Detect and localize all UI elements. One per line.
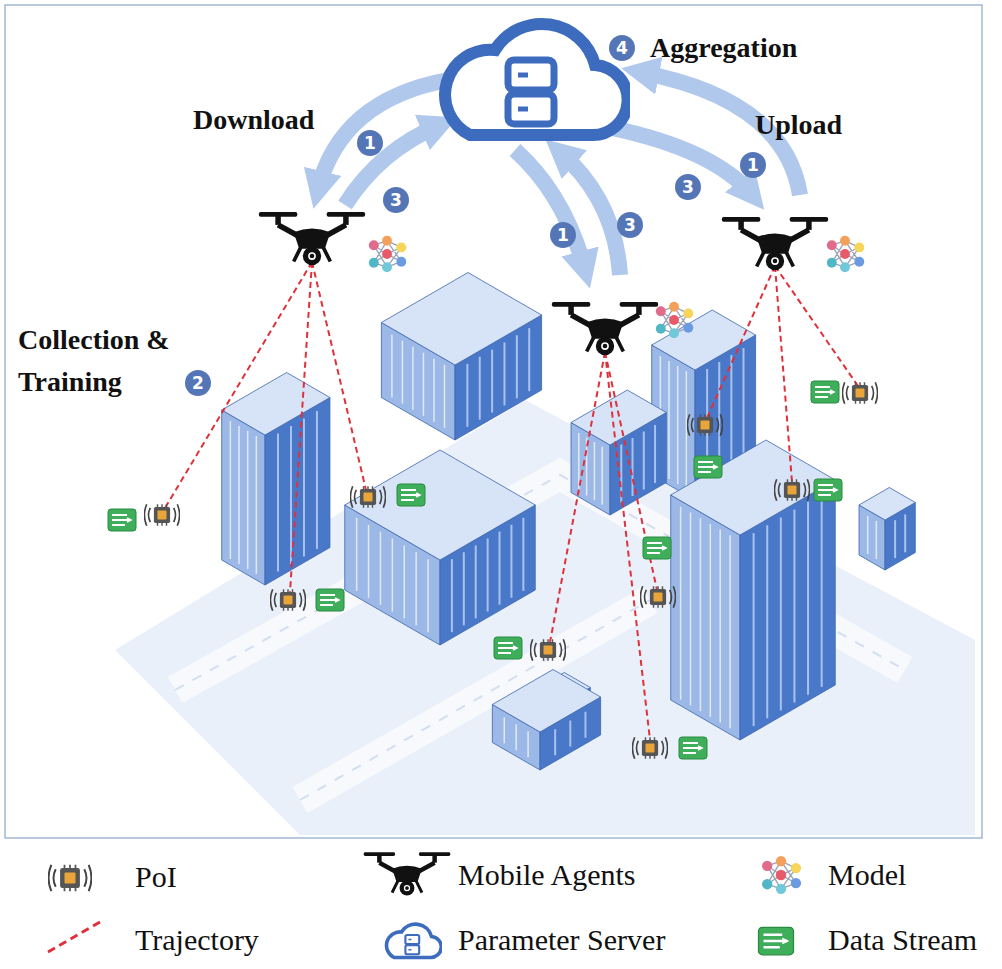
buildings [222,273,916,771]
building [345,450,536,645]
building [222,373,330,586]
building [859,488,915,571]
pois [144,382,877,759]
callout-number: 1 [357,130,383,156]
legend-text: PoI [135,859,177,895]
city-ground [115,400,975,835]
callout-number: 3 [617,212,643,238]
legend-icons [48,852,801,957]
data-streams [108,381,842,759]
building [492,670,600,771]
callout-number: 4 [609,35,635,61]
model-icon [762,856,801,894]
legend-text: Mobile Agents [458,857,636,893]
legend-text: Model [828,857,906,893]
stream-icon [759,927,794,955]
parameter-server [445,24,628,135]
trajectories [165,262,858,740]
step-label: Aggregation [650,27,797,69]
callout-number: 2 [185,370,211,396]
frame [5,5,982,838]
step-label: Upload [755,104,842,146]
callout-number: 1 [740,152,766,178]
legend-text: Trajectory [135,922,259,958]
drone-icon [364,852,451,895]
server-icon [387,924,442,957]
legend-text: Parameter Server [458,922,665,958]
building [671,440,836,740]
callout-number: 1 [550,222,576,248]
poi-icon [49,865,92,891]
step-label: Collection & Training [18,319,208,403]
trajectory-sample [48,922,100,952]
mobile-agents [259,212,828,355]
callout-number: 3 [383,187,409,213]
building [381,273,541,441]
models [369,236,864,338]
callout-number: 3 [675,174,701,200]
step-label: Download [193,99,314,141]
legend-text: Data Stream [828,922,977,958]
